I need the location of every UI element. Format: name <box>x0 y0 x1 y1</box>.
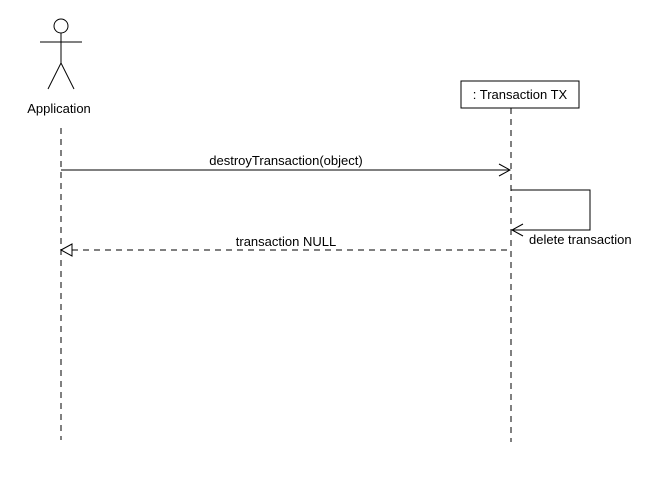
message-delete-transaction: delete transaction <box>510 189 632 247</box>
actor-right-leg <box>60 62 75 90</box>
participant-application: Application <box>27 18 91 440</box>
message-transaction-null: transaction NULL <box>59 234 510 257</box>
actor-head <box>53 18 69 34</box>
message-label-delete-transaction: delete transaction <box>529 232 632 247</box>
hollow-arrow-head <box>59 243 73 257</box>
participant-label-application: Application <box>27 101 91 116</box>
open-arrow-head <box>510 223 524 237</box>
message-label-destroy-transaction: destroyTransaction(object) <box>209 153 362 168</box>
message-label-transaction-null: transaction NULL <box>236 234 336 249</box>
participant-transaction-tx: : Transaction TX <box>460 80 580 442</box>
open-arrow-head <box>498 163 512 177</box>
actor-left-leg <box>47 62 62 90</box>
self-call-line <box>511 189 591 231</box>
participant-label-transaction-tx: : Transaction TX <box>473 87 568 102</box>
message-destroy-transaction: destroyTransaction(object) <box>61 153 512 177</box>
participant-box-transaction-tx <box>460 80 580 109</box>
